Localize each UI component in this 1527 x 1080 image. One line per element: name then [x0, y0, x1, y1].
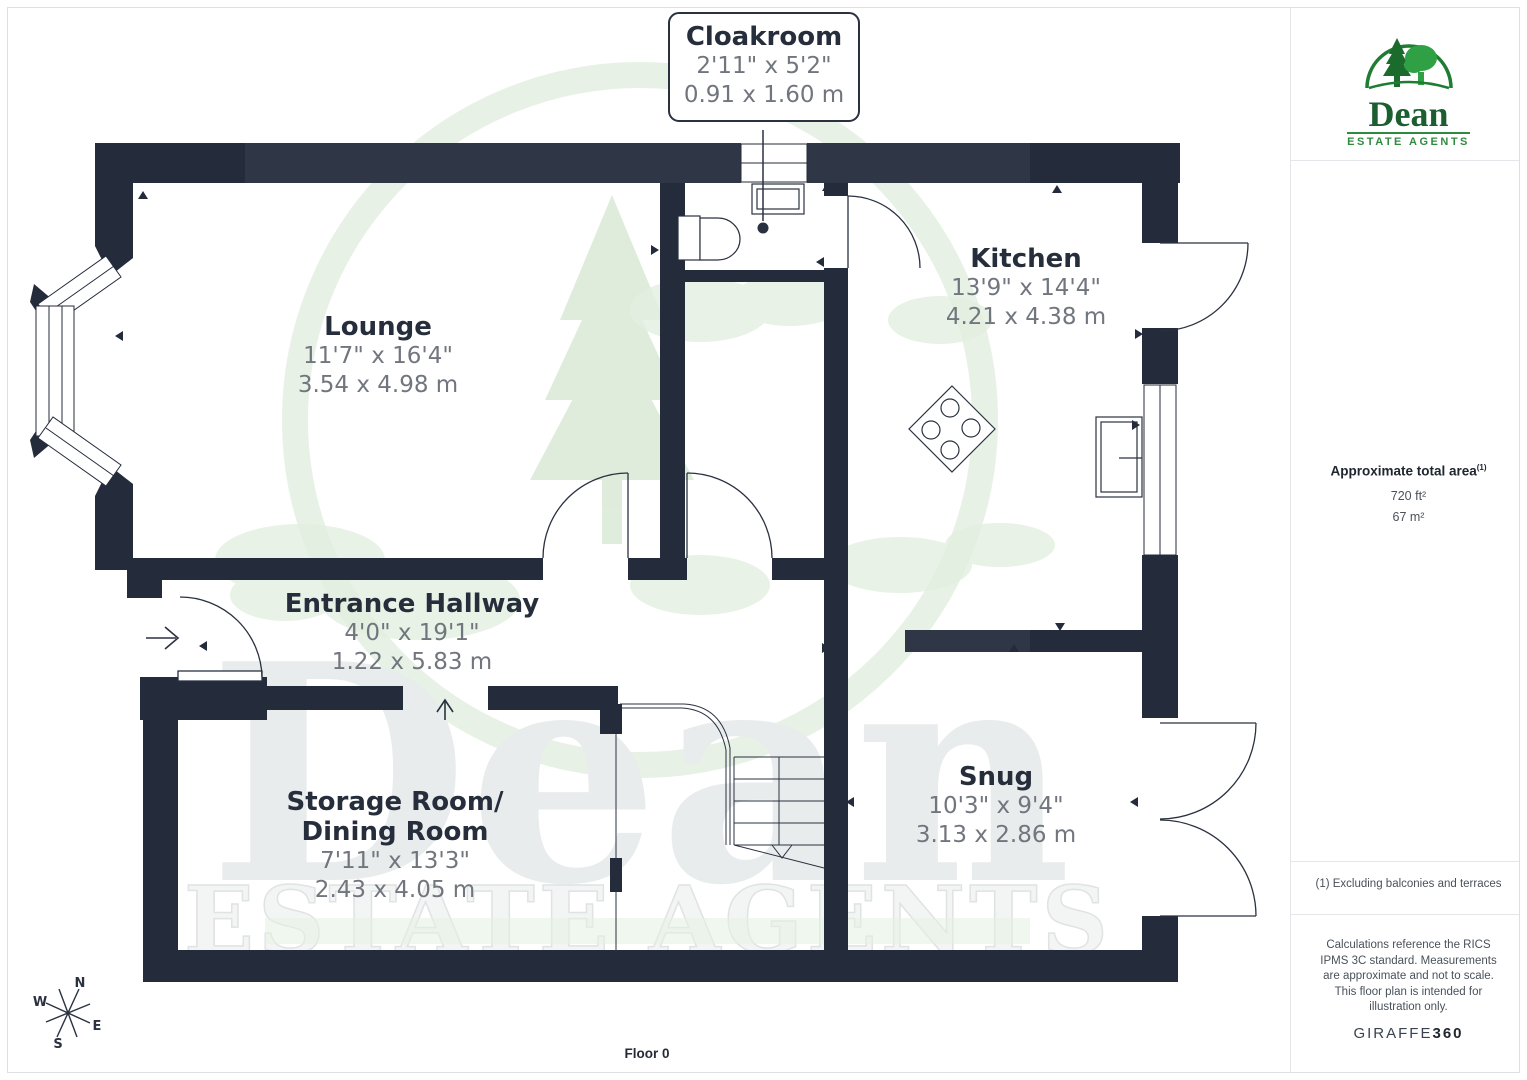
room-dim-metric: 3.54 x 4.98 m — [297, 372, 459, 398]
cloakroom-callout: Cloakroom 2'11" x 5'2" 0.91 x 1.60 m — [668, 12, 860, 122]
agency-logo: Dean ESTATE AGENTS — [1290, 30, 1527, 150]
door-arc-icon — [542, 472, 629, 559]
window-icon — [740, 143, 808, 183]
callout-leader — [757, 130, 769, 234]
compass-icon: N W E S — [33, 976, 102, 1052]
floor-label: Floor 0 — [624, 1046, 670, 1061]
room-dim-metric: 2.43 x 4.05 m — [314, 877, 476, 903]
total-area-block: Approximate total area(1) 720 ft² 67 m² — [1290, 463, 1527, 528]
room-label-kitchen: Kitchen 13'9" x 14'4" 4.21 x 4.38 m — [946, 244, 1106, 332]
kitchen-sink-icon — [1095, 416, 1143, 498]
entrance-arrow-icon — [146, 626, 180, 650]
room-dim-imperial: 2'11" x 5'2" — [696, 53, 832, 79]
room-title: Lounge — [324, 312, 432, 342]
windows — [35, 143, 1177, 556]
sidebar-section-divider — [1291, 861, 1519, 862]
sidebar-section-divider — [1291, 914, 1519, 915]
compass-east-label: E — [93, 1019, 102, 1034]
room-title: Entrance Hallway — [284, 589, 540, 619]
total-area-metric: 67 m² — [1392, 509, 1425, 524]
agency-logo-icon — [1364, 38, 1453, 90]
giraffe360-suffix: 360 — [1432, 1025, 1464, 1042]
stove-icon — [908, 385, 996, 473]
door-arc-icon — [177, 596, 263, 682]
floor-plan: Dean ESTATE AGENTS — [30, 62, 1257, 1052]
room-label-entrance-hallway: Entrance Hallway 4'0" x 19'1" 1.22 x 5.8… — [285, 589, 540, 677]
total-area-imperial: 720 ft² — [1390, 488, 1427, 503]
room-title-line2: Dining Room — [301, 817, 489, 847]
sidebar: Dean ESTATE AGENTS Approximate total are… — [1290, 0, 1527, 1080]
door-arc-icon — [686, 472, 773, 559]
compass-south-label: S — [53, 1037, 62, 1052]
room-dim-imperial: 13'9" x 14'4" — [951, 275, 1101, 301]
room-title: Storage Room/ — [286, 787, 504, 817]
compass-north-label: N — [75, 976, 86, 991]
door-arc-icon — [847, 195, 921, 269]
watermark-tree-icon — [530, 195, 694, 544]
room-dim-metric: 4.21 x 4.38 m — [945, 304, 1107, 330]
sidebar-section-divider — [1291, 160, 1519, 161]
window-icon — [1143, 384, 1177, 556]
room-dim-metric: 3.13 x 2.86 m — [915, 822, 1077, 848]
room-dim-metric: 1.22 x 5.83 m — [331, 649, 493, 675]
room-dim-imperial: 7'11" x 13'3" — [320, 848, 470, 874]
giraffe360-brand: GIRAFFE360 — [1290, 1025, 1527, 1042]
walls — [30, 143, 1180, 982]
door-arc-icon — [1159, 242, 1249, 332]
total-area-title-text: Approximate total area — [1330, 463, 1477, 479]
total-area-title: Approximate total area(1) — [1290, 463, 1527, 479]
doors — [177, 195, 1257, 917]
room-dim-imperial: 4'0" x 19'1" — [344, 620, 480, 646]
compass-west-label: W — [33, 995, 47, 1010]
up-arrow-icon — [436, 698, 454, 720]
agency-name: Dean — [1368, 94, 1449, 134]
room-label-storage-dining: Storage Room/ Dining Room 7'11" x 13'3" … — [286, 787, 503, 905]
watermark-brand-text: Dean — [208, 598, 1072, 951]
room-label-lounge: Lounge 11'7" x 16'4" 3.54 x 4.98 m — [298, 312, 458, 400]
room-dim-imperial: 10'3" x 9'4" — [928, 793, 1064, 819]
giraffe360-name: GIRAFFE — [1353, 1025, 1433, 1042]
area-footnote: (1) Excluding balconies and terraces — [1315, 878, 1502, 890]
disclaimer-text: Calculations reference the RICS IPMS 3C … — [1320, 939, 1497, 1013]
room-title: Kitchen — [970, 244, 1082, 274]
toilet-icon — [677, 215, 741, 261]
room-title: Snug — [958, 762, 1034, 792]
room-label-snug: Snug 10'3" x 9'4" 3.13 x 2.86 m — [916, 762, 1076, 850]
agency-tagline: ESTATE AGENTS — [1347, 132, 1470, 148]
stairs-icon — [610, 703, 825, 978]
dimension-markers — [115, 183, 1143, 982]
sink-icon — [751, 183, 805, 215]
total-area-superscript: (1) — [1476, 463, 1487, 472]
french-doors-icon — [1159, 722, 1257, 917]
room-dim-imperial: 11'7" x 16'4" — [303, 343, 453, 369]
room-dim-metric: 0.91 x 1.60 m — [683, 82, 845, 108]
watermark-band — [265, 918, 1030, 944]
sidebar-divider — [1290, 8, 1291, 1072]
bay-window-icon — [35, 255, 122, 487]
fixtures — [677, 183, 1143, 498]
room-title: Cloakroom — [685, 22, 843, 52]
